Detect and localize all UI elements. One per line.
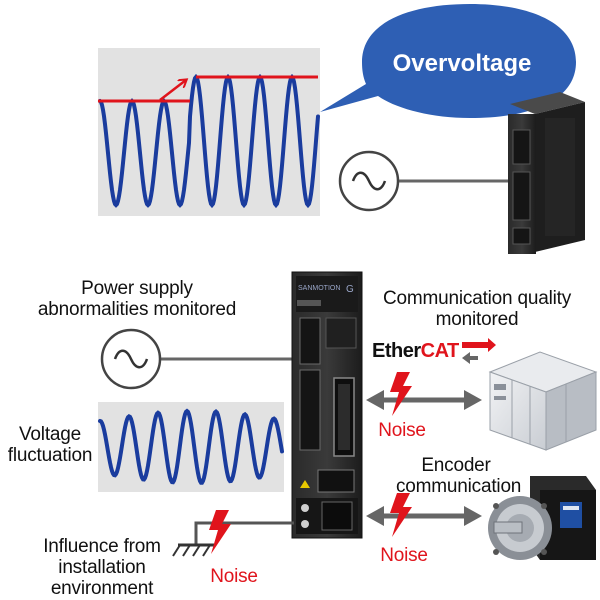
encoder-communication-label: Encoder communication [396,455,522,497]
main-servo-drive: SANMOTION G [291,271,363,539]
communication-quality-label-line1: Communication quality [383,288,571,309]
installation-label-line2: installation [58,557,146,578]
drive-brand-mark: G [346,284,354,295]
ethercat-logo-text: EtherCAT [372,340,459,363]
noise-lightning-icon [390,372,412,416]
power-supply-label-line1: Power supply [81,278,193,299]
power-supply-label: Power supply abnormalities monitored [22,278,252,320]
power-supply-label-line2: abnormalities monitored [37,299,237,320]
noise-label-ethercat: Noise [378,420,426,441]
ethercat-logo-cat: CAT [420,340,460,362]
fluctuation-waveform [98,408,284,485]
overvoltage-bubble [320,4,576,118]
ground-symbol [172,521,294,557]
noise-label-ground: Noise [210,566,258,587]
noise-lightning-icon [390,493,412,537]
voltage-rise-arrow [159,80,186,101]
bottom-ac-source-wave [113,349,149,369]
ethercat-logo-ether: Ether [372,340,421,362]
encoder-communication-label-line2: communication [396,476,522,497]
installation-environment-label: Influence from installation environment [32,536,172,599]
voltage-fluctuation-label-line2: fluctuation [7,445,93,466]
overvoltage-waveform [98,73,320,209]
encoder-communication-label-line1: Encoder [421,455,491,476]
overvoltage-label: Overvoltage [392,50,532,77]
installation-label-line3: environment [50,578,154,599]
top-servo-drive [508,92,585,254]
servo-motor-icon [488,476,596,560]
ethercat-logo-icon [462,338,496,364]
installation-label-line1: Influence from [43,536,161,557]
encoder-link-arrow [366,506,482,526]
svg-text:SANMOTION: SANMOTION [298,285,340,292]
ethercat-link-arrow [366,390,482,410]
voltage-fluctuation-label-line1: Voltage [19,424,81,445]
noise-label-encoder: Noise [380,545,428,566]
controller-cabinet-icon [488,351,598,451]
top-ac-source-wave [351,171,387,191]
voltage-fluctuation-label: Voltage fluctuation [6,424,94,466]
noise-lightning-icon [209,510,231,554]
communication-quality-label: Communication quality monitored [366,288,588,330]
communication-quality-label-line2: monitored [435,309,519,330]
